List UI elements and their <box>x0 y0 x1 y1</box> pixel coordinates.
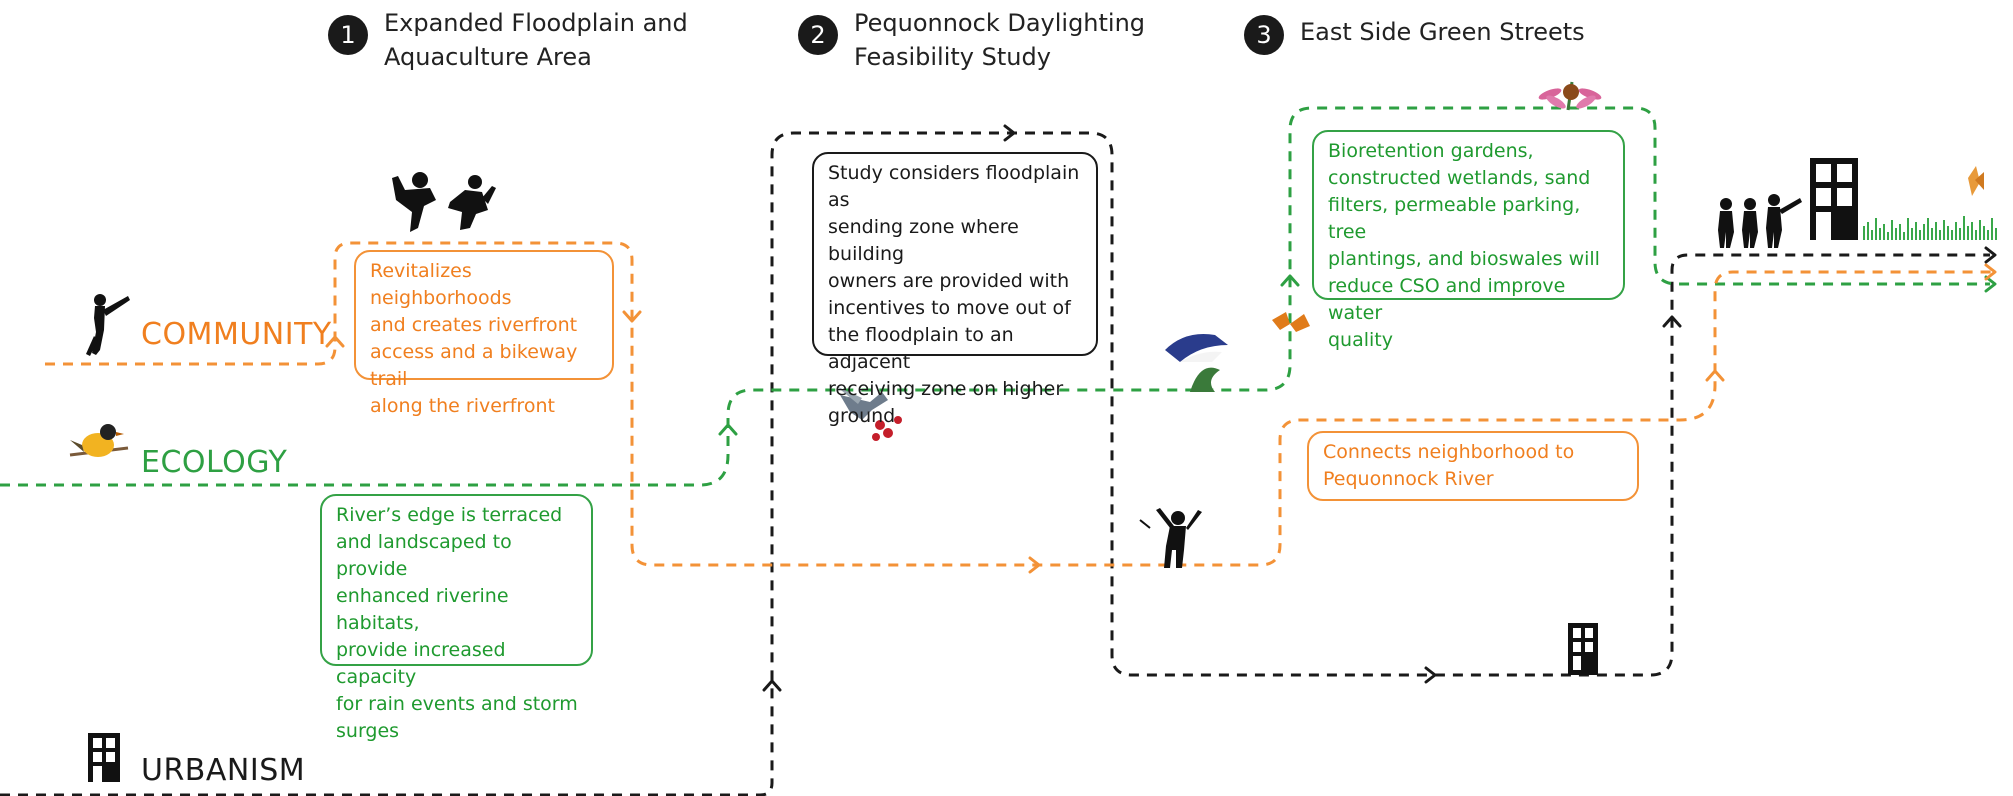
note-revitalizes: Revitalizes neighborhoods and creates ri… <box>354 250 614 417</box>
community-path <box>45 241 1995 567</box>
lane-label-ecology: ECOLOGY <box>141 445 288 480</box>
note-line: River’s edge is terraced <box>336 504 563 526</box>
note-line: ground <box>828 405 896 427</box>
grass-icon <box>1863 216 1997 240</box>
note-line: along the riverfront <box>370 395 555 417</box>
note-line: Bioretention gardens, <box>1328 140 1534 162</box>
lane-label-urbanism: URBANISM <box>141 753 306 788</box>
urbanism-arrow-up-2 <box>1662 315 1682 328</box>
family-group-icon <box>1718 194 1802 248</box>
urbanism-path <box>0 131 1990 796</box>
community-arrow-right-2 <box>1984 263 1997 281</box>
note-line: owners are provided with <box>828 270 1070 292</box>
step-1-heading: 1 Expanded Floodplain and Aquaculture Ar… <box>328 6 688 74</box>
flower-icon <box>1538 81 1602 111</box>
note-connects: Connects neighborhood to Pequonnock Rive… <box>1307 431 1639 501</box>
note-line: sending zone where building <box>828 216 1019 265</box>
urbanism-arrow-up-1 <box>762 679 782 692</box>
note-bioretention: Bioretention gardens, constructed wetlan… <box>1312 130 1625 351</box>
step-2-title-line1: Pequonnock Daylighting <box>854 9 1146 37</box>
building-icon-tall <box>1810 158 1858 240</box>
step-1-title-line1: Expanded Floodplain and <box>384 9 688 37</box>
ecology-arrow-right-1 <box>1984 275 1997 293</box>
step-2-title: Pequonnock Daylighting Feasibility Study <box>854 6 1145 74</box>
note-study: Study considers floodplain as sending zo… <box>812 152 1098 427</box>
note-line: quality <box>1328 329 1393 351</box>
community-arrow-up-2 <box>1705 369 1725 382</box>
note-line: Study considers floodplain as <box>828 162 1080 211</box>
step-1-title: Expanded Floodplain and Aquaculture Area <box>384 6 688 74</box>
note-line: filters, permeable parking, tree <box>1328 194 1581 243</box>
note-line: Connects neighborhood to <box>1323 441 1575 463</box>
note-line: Pequonnock River <box>1323 468 1494 490</box>
step-3-title: East Side Green Streets <box>1300 6 1585 49</box>
person-arms-raised-icon <box>1139 508 1202 568</box>
note-line: plantings, and bioswales will <box>1328 248 1600 270</box>
butterfly-icon-2 <box>1968 166 1984 196</box>
note-line: access and a bikeway trail <box>370 341 578 390</box>
note-rivers-edge: River’s edge is terraced and landscaped … <box>320 494 593 742</box>
ecology-arrow-up-2 <box>1280 274 1300 287</box>
community-arrow-down-1 <box>622 310 642 323</box>
note-line: reduce CSO and improve water <box>1328 275 1566 324</box>
note-line: for rain events and storm <box>336 693 578 715</box>
note-line: incentives to move out of <box>828 297 1071 319</box>
note-line: surges <box>336 720 400 742</box>
children-playing-icon <box>392 172 496 232</box>
butterfly-icon <box>1272 312 1310 332</box>
urbanism-arrow-right-3 <box>1984 246 1997 264</box>
urbanism-arrow-right-1 <box>1003 124 1016 142</box>
note-line: constructed wetlands, sand <box>1328 167 1591 189</box>
step-1-title-line2: Aquaculture Area <box>384 43 592 71</box>
note-line: and creates riverfront <box>370 314 578 336</box>
ecology-arrow-up-1 <box>718 423 738 436</box>
step-3-heading: 3 East Side Green Streets <box>1244 6 1585 55</box>
step-2-number: 2 <box>798 15 838 55</box>
note-line: Revitalizes neighborhoods <box>370 260 512 309</box>
community-arrow-up-1 <box>325 335 345 348</box>
urbanism-arrow-right-2 <box>1424 666 1437 684</box>
note-line: receiving zone on higher <box>828 378 1064 400</box>
person-binoculars-icon <box>86 294 130 356</box>
ecology-path <box>0 106 1990 487</box>
step-3-number: 3 <box>1244 15 1284 55</box>
swallow-bird-icon <box>1165 334 1228 392</box>
building-icon-urbanism <box>88 733 120 782</box>
step-3-title-line1: East Side Green Streets <box>1300 18 1585 46</box>
community-arrow-right-1 <box>1028 556 1041 574</box>
note-line: enhanced riverine habitats, <box>336 585 509 634</box>
step-1-number: 1 <box>328 15 368 55</box>
step-2-title-line2: Feasibility Study <box>854 43 1051 71</box>
building-icon-lower <box>1568 623 1598 675</box>
lane-label-community: COMMUNITY <box>141 317 332 352</box>
step-2-heading: 2 Pequonnock Daylighting Feasibility Stu… <box>798 6 1145 74</box>
note-line: provide increased capacity <box>336 639 506 688</box>
note-line: the floodplain to an adjacent <box>828 324 1014 373</box>
hummingbird-icon <box>836 386 902 441</box>
note-line: and landscaped to provide <box>336 531 512 580</box>
bird-icon <box>69 424 129 457</box>
